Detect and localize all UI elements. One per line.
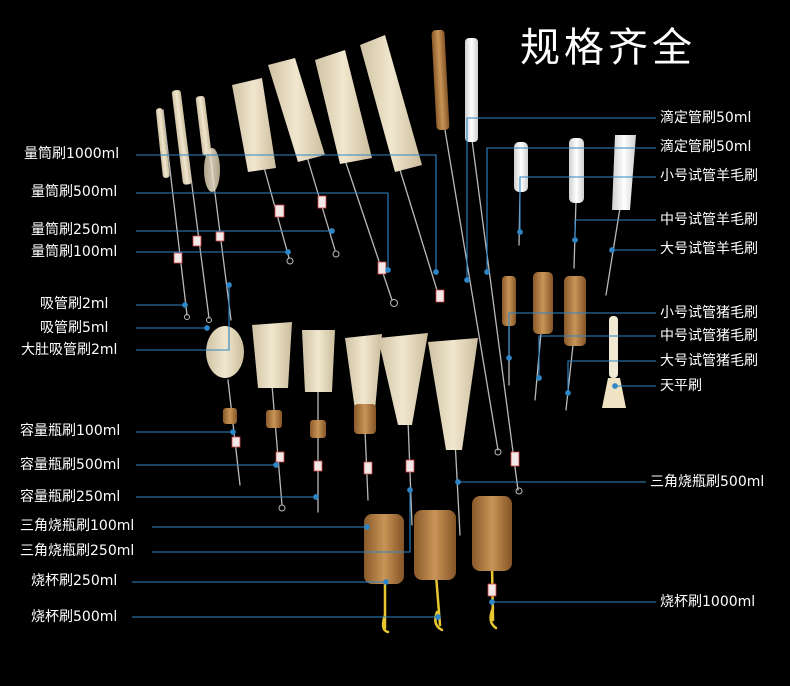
bulb-pipette-brush xyxy=(173,95,232,321)
burette-brush-white xyxy=(465,38,523,495)
label-beaker-brush-1000: 烧杯刷1000ml xyxy=(660,594,756,610)
label-pipette-brush-2: 吸管刷2ml xyxy=(40,296,109,312)
label-burette-brush-2: 滴定管刷50ml xyxy=(660,139,752,155)
label-beaker-brush-250: 烧杯刷250ml xyxy=(31,573,118,589)
beaker-brush-1000 xyxy=(472,496,512,630)
flask-brush-250 xyxy=(302,330,335,513)
label-conical-brush-250: 三角烧瓶刷250ml xyxy=(20,543,135,559)
bristle-brush-medium xyxy=(533,272,553,401)
label-cylinder-brush-250: 量筒刷250ml xyxy=(31,222,118,238)
burette-brush-brown xyxy=(431,29,502,456)
label-cylinder-brush-500: 量筒刷500ml xyxy=(31,184,118,200)
label-wool-brush-medium: 中号试管羊毛刷 xyxy=(660,212,758,228)
brushes xyxy=(155,29,636,634)
label-conical-brush-500: 三角烧瓶刷500ml xyxy=(650,474,765,490)
leader-lines xyxy=(132,117,656,620)
label-bristle-brush-medium: 中号试管猪毛刷 xyxy=(660,328,758,344)
cylinder-brush-250 xyxy=(268,58,340,258)
label-balance-brush: 天平刷 xyxy=(660,378,702,394)
label-pipette-brush-5: 吸管刷5ml xyxy=(40,320,109,336)
beaker-brush-250 xyxy=(364,514,404,634)
conical-brush-250 xyxy=(378,333,428,526)
conical-brush-100 xyxy=(345,334,382,501)
cylinder-brush-1000 xyxy=(360,35,445,303)
pipette-brush-2 xyxy=(171,89,212,323)
label-wool-brush-small: 小号试管羊毛刷 xyxy=(660,168,758,184)
label-bristle-brush-large: 大号试管猪毛刷 xyxy=(660,353,758,369)
flask-brush-500 xyxy=(252,322,292,512)
label-bulb-pipette-brush: 大肚吸管刷2ml xyxy=(21,342,118,358)
conical-brush-500 xyxy=(428,338,478,536)
label-conical-brush-100: 三角烧瓶刷100ml xyxy=(20,518,135,534)
label-flask-brush-500: 容量瓶刷500ml xyxy=(20,457,121,473)
label-cylinder-brush-1000: 量筒刷1000ml xyxy=(24,146,120,162)
balance-brush xyxy=(602,316,626,408)
wool-brush-large xyxy=(605,135,636,296)
page-title: 规格齐全 xyxy=(520,25,696,71)
label-wool-brush-large: 大号试管羊毛刷 xyxy=(660,241,758,257)
label-flask-brush-250: 容量瓶刷250ml xyxy=(20,489,121,505)
beaker-brush-500 xyxy=(414,510,456,632)
label-cylinder-brush-100: 量筒刷100ml xyxy=(31,244,118,260)
label-bristle-brush-small: 小号试管猪毛刷 xyxy=(660,305,758,321)
bristle-brush-large xyxy=(564,276,586,411)
pipette-brush-1 xyxy=(155,108,190,320)
cylinder-brush-500 xyxy=(315,50,398,307)
cylinder-brush-100 xyxy=(232,78,294,265)
wool-brush-medium xyxy=(569,138,584,269)
label-beaker-brush-500: 烧杯刷500ml xyxy=(31,609,118,625)
label-flask-brush-100: 容量瓶刷100ml xyxy=(20,423,121,439)
label-burette-brush-1: 滴定管刷50ml xyxy=(660,110,752,126)
